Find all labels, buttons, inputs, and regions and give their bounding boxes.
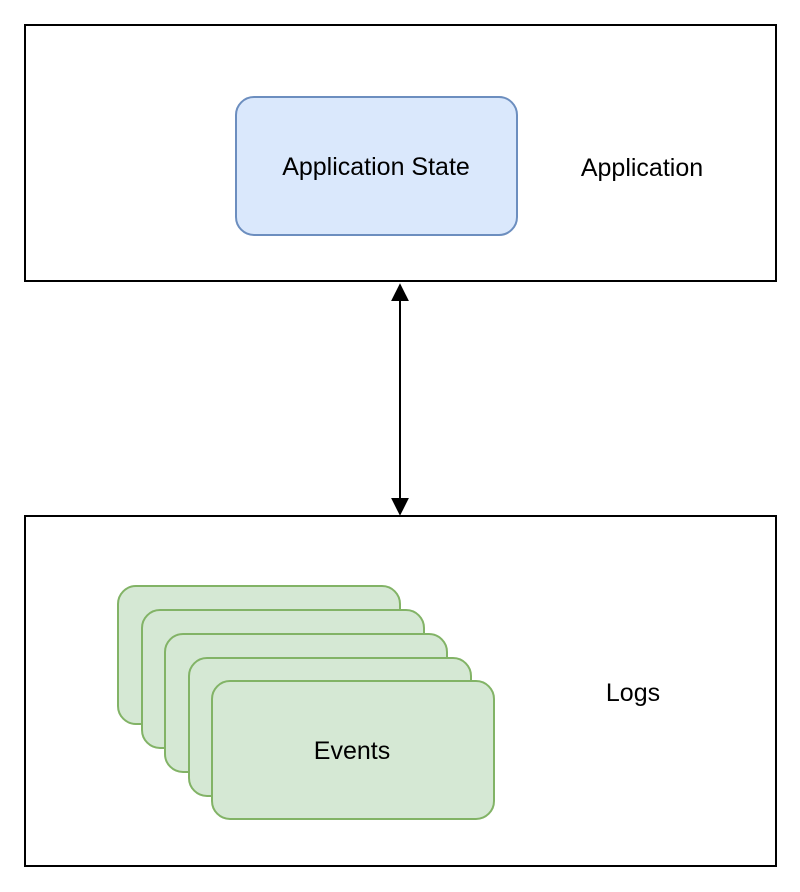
application-container: Application State Application	[24, 24, 777, 282]
logs-container: Events Logs	[24, 515, 777, 867]
events-stack	[117, 585, 495, 820]
logs-container-label: Logs	[606, 679, 660, 707]
application-container-label: Application	[581, 154, 703, 182]
application-state-node	[235, 96, 518, 236]
event-card-front	[211, 680, 495, 820]
application-state-label: Application State	[282, 153, 470, 181]
events-label: Events	[314, 737, 390, 765]
